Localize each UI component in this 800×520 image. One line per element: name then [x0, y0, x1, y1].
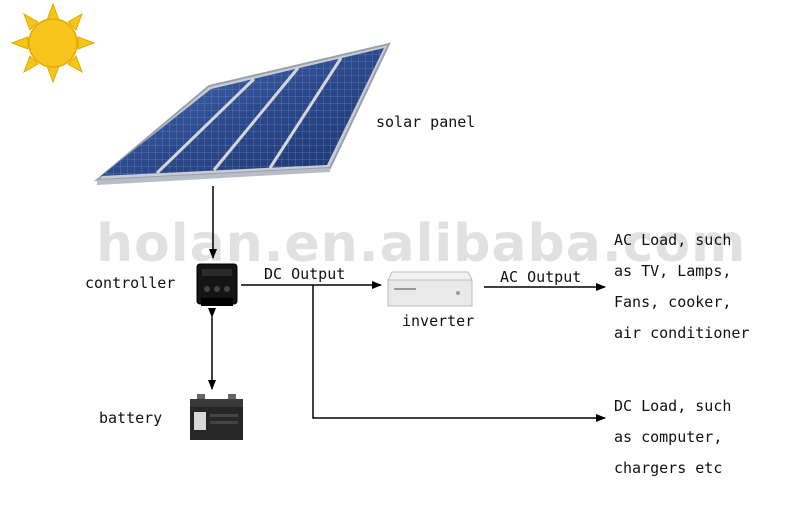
dc-load-line: as computer, — [614, 428, 723, 446]
battery-label: battery — [99, 409, 163, 427]
ac-load-line: air conditioner — [614, 324, 750, 342]
dc-load-arrow — [312, 285, 606, 422]
ac-load-line: AC Load, such — [614, 231, 732, 249]
dc-load-description: DC Load, such as computer, chargers etc — [614, 391, 731, 484]
battery-device — [190, 394, 243, 440]
ac-load-line: Fans, cooker, — [614, 293, 732, 311]
controller-label: controller — [85, 274, 176, 292]
solar-panel-label: solar panel — [376, 113, 476, 131]
inverter-device — [387, 271, 473, 307]
dc-load-line: DC Load, such — [614, 397, 732, 415]
dc-output-label: DC Output — [264, 265, 346, 283]
solar-panel-image — [94, 42, 391, 185]
dc-load-line: chargers etc — [614, 459, 723, 477]
sun-icon — [10, 2, 96, 84]
inverter-label: inverter — [402, 312, 475, 330]
ac-load-description: AC Load, such as TV, Lamps, Fans, cooker… — [614, 225, 749, 349]
controller-device — [196, 263, 238, 306]
ac-load-line: as TV, Lamps, — [614, 262, 732, 280]
ac-output-label: AC Output — [500, 268, 582, 286]
